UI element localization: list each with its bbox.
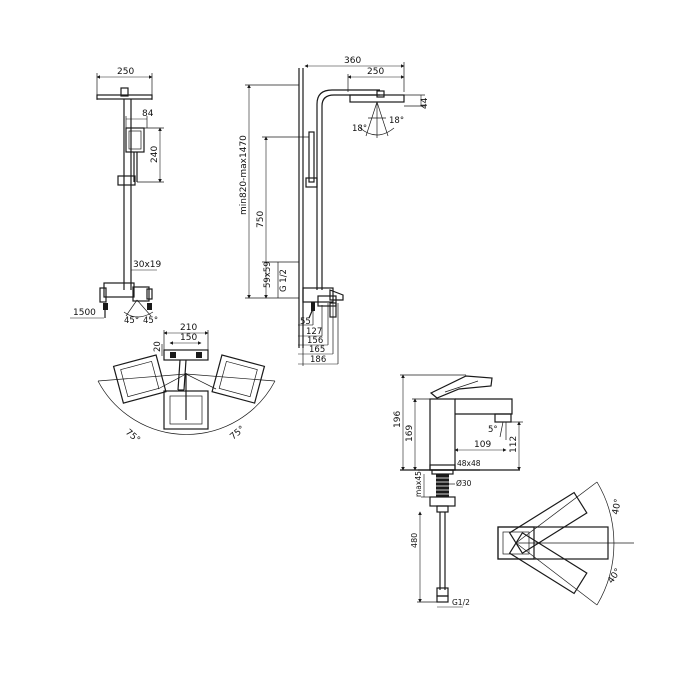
basin-reach-label: 109 xyxy=(474,440,491,450)
basin-body-section-label: 48x48 xyxy=(457,459,481,468)
front-hose-label: 1500 xyxy=(73,308,96,318)
front-head-width-label: 250 xyxy=(117,67,134,77)
side-head-width-label: 250 xyxy=(367,67,384,77)
basin-hose-length-label: 480 xyxy=(410,533,419,548)
side-depth-165-label: 165 xyxy=(309,345,325,355)
basin-spout xyxy=(455,398,513,415)
front-bar-section-label: 30x19 xyxy=(133,260,162,270)
shower-mixer-body xyxy=(103,282,135,298)
shower-top-view: 210 150 20 75° xyxy=(97,323,276,446)
shower-arm xyxy=(316,89,380,130)
front-angle-right-label: 45° xyxy=(143,316,158,326)
side-holder-height-label: 750 xyxy=(256,211,266,228)
side-escutcheon-label: 59x59 xyxy=(263,261,273,288)
basin-outlet-height-label: 112 xyxy=(509,436,519,453)
basin-side-view: 5° 109 112 196 169 48x48 Ø30 xyxy=(393,374,523,608)
basin-swing-bottom-label: 40° xyxy=(606,567,623,586)
basin-deck-max-label: max45 xyxy=(414,471,423,497)
front-hand-height-label: 240 xyxy=(150,146,160,163)
side-tilt-right-label: 18° xyxy=(389,116,404,126)
basin-body xyxy=(429,398,456,471)
top-swing-right-label: 75° xyxy=(229,424,248,442)
side-arm-reach-label: 360 xyxy=(344,56,361,66)
basin-spout-height-label: 169 xyxy=(405,425,415,442)
top-width-210-label: 210 xyxy=(180,323,197,333)
side-tilt-left-label: 18° xyxy=(352,124,367,134)
top-width-150-label: 150 xyxy=(180,333,197,343)
basin-total-height-label: 196 xyxy=(393,411,403,428)
side-depth-156-label: 156 xyxy=(307,336,323,346)
shower-side-view: 360 250 44 18° 18° min820-max1470 xyxy=(239,56,430,366)
basin-hose-thread-label: G1/2 xyxy=(452,598,470,607)
basin-handle xyxy=(429,375,493,399)
shower-front-view: 250 84 240 30x19 xyxy=(70,67,164,326)
side-head-thickness-label: 44 xyxy=(420,97,430,109)
hand-shower-holder xyxy=(117,175,136,186)
side-height-range-label: min820-max1470 xyxy=(239,135,249,215)
top-swing-left-label: 75° xyxy=(123,428,142,446)
side-depth-55-label: 55 xyxy=(300,317,311,327)
basin-shank-diameter-label: Ø30 xyxy=(456,479,472,488)
front-hand-width-label: 84 xyxy=(142,109,154,119)
side-thread-label: G 1/2 xyxy=(279,269,289,292)
basin-shank xyxy=(436,474,449,497)
side-depth-127-label: 127 xyxy=(306,327,322,337)
basin-outlet-angle-label: 5° xyxy=(488,425,498,435)
basin-swing-top-label: 40° xyxy=(611,498,624,515)
basin-top-view: 40° 40° xyxy=(497,481,634,606)
side-hand-shower xyxy=(308,131,315,183)
top-offset-20-label: 20 xyxy=(153,341,163,352)
side-depth-186-label: 186 xyxy=(310,355,326,365)
basin-swing-arc xyxy=(596,481,615,606)
hand-shower-head xyxy=(125,127,145,153)
top-swing-arc xyxy=(97,380,276,435)
front-angle-left-label: 45° xyxy=(124,316,139,326)
